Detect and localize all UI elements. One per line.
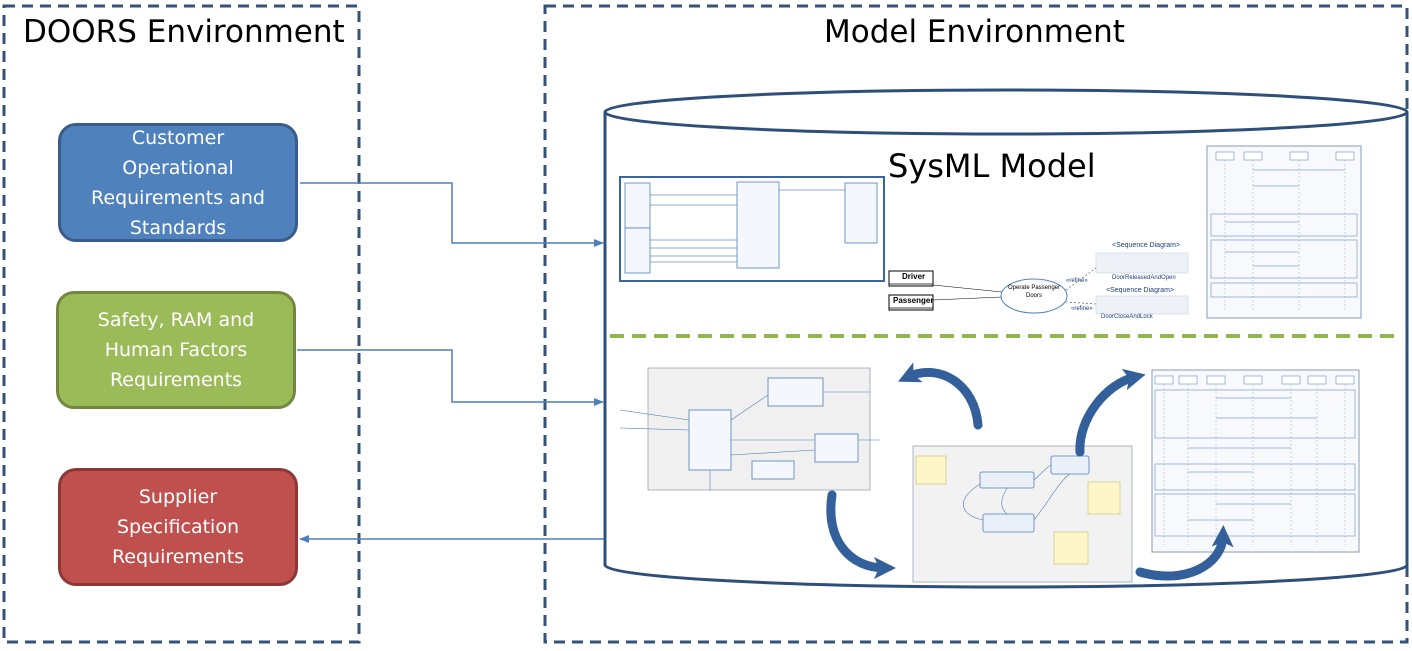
safety-requirements-box[interactable]: Safety, RAM and Human Factors Requiremen… [56, 291, 296, 409]
refine-label-bottom: «refine» [1071, 306, 1093, 312]
customer-to-model-arrow [300, 182, 604, 247]
curved-arrow-left [826, 490, 896, 579]
supplier-line-2: Specification [117, 516, 239, 538]
sequence-diagram-thumbnail-top [1206, 145, 1362, 319]
safety-line-1: Safety, RAM and [97, 309, 255, 331]
actor-driver-label: Driver [902, 272, 926, 281]
refine-label-top: «refine» [1066, 278, 1088, 284]
use-case-diagram [888, 252, 1189, 315]
sequence-diagram-label-bottom: <Sequence Diagram> [1106, 287, 1175, 294]
sequence-diagram-label-top: <Sequence Diagram> [1112, 242, 1181, 249]
supplier-requirements-box[interactable]: Supplier Specification Requirements [58, 468, 298, 586]
customer-line-1: Customer [131, 126, 225, 149]
safety-requirements-label: Safety, RAM and Human Factors Requiremen… [98, 305, 254, 395]
curved-arrow-right [1075, 368, 1146, 457]
actor-passenger-box [888, 294, 934, 311]
safety-to-model-arrow [297, 349, 604, 406]
door-released-open-label: DoorReleasedAndOpen [1112, 275, 1176, 281]
sequence-diagram-thumbnail-bottom [1151, 369, 1360, 553]
sysml-model-title: SysML Model [888, 147, 1096, 185]
state-machine-thumbnail [912, 445, 1133, 583]
use-case-ellipse [1000, 278, 1068, 314]
doors-environment-frame [2, 4, 361, 644]
cycle-arrows [826, 362, 1234, 581]
safety-line-2: Human Factors [104, 339, 248, 361]
door-close-lock-label: DoorCloseAndLock [1101, 314, 1153, 320]
customer-line-2: Operational [122, 156, 234, 179]
actor-driver-box [888, 270, 934, 287]
actor-passenger-label: Passenger [893, 296, 934, 305]
use-case-line-1: Operate Passenger [1007, 285, 1061, 291]
supplier-line-3: Requirements [111, 546, 245, 568]
internal-block-diagram-thumbnail [619, 367, 880, 491]
supplier-requirements-label: Supplier Specification Requirements [112, 482, 244, 572]
customer-requirements-label: Customer Operational Requirements and St… [91, 123, 265, 243]
use-case-label: Operate Passenger Doors [1004, 284, 1064, 300]
customer-line-3: Requirements and [91, 186, 265, 209]
curved-arrow-top [898, 362, 983, 430]
customer-line-4: Standards [129, 216, 227, 239]
block-diagram-thumbnail [619, 176, 885, 282]
safety-line-3: Requirements [109, 369, 243, 391]
doors-environment-title: DOORS Environment [23, 14, 345, 50]
supplier-line-1: Supplier [138, 486, 218, 508]
customer-requirements-box[interactable]: Customer Operational Requirements and St… [58, 123, 298, 242]
curved-arrow-bottom [1135, 525, 1234, 581]
use-case-line-2: Doors [1025, 293, 1042, 299]
model-environment-title: Model Environment [824, 14, 1125, 50]
